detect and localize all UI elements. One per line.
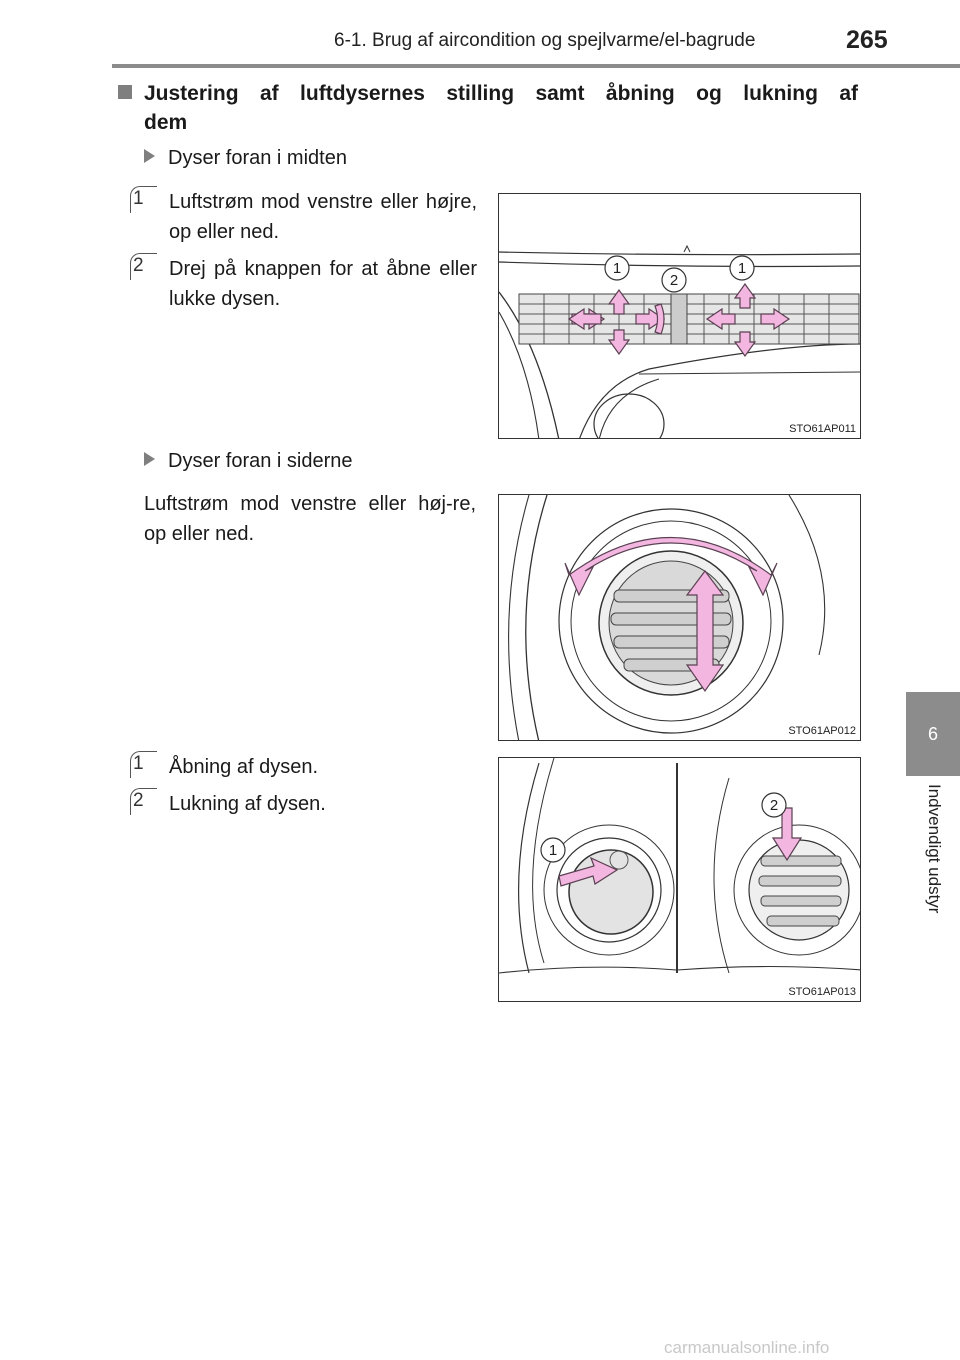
header-rule: [112, 64, 960, 68]
figure-code: STO61AP013: [788, 986, 856, 998]
page-number: 265: [846, 26, 888, 54]
square-bullet-icon: [118, 85, 132, 99]
center-vents-illustration: 1 2 1: [499, 244, 860, 438]
side-vents-text: Luftstrøm mod venstre eller høj-re, op e…: [144, 493, 476, 545]
figure-open-close: 1 2 STO61AP013: [498, 757, 861, 1002]
callout-2: 2: [770, 797, 778, 814]
close-vent-text: Lukning af dysen.: [169, 793, 326, 815]
step-number-badge: 1: [130, 751, 157, 778]
bullet-center-vents-label: Dyser foran i midten: [168, 147, 347, 169]
bullet-side-vents-label: Dyser foran i siderne: [168, 450, 353, 472]
callout-1: 1: [549, 842, 557, 859]
center-vent-step-1-text: Luftstrøm mod venstre eller højre, op el…: [169, 191, 477, 243]
watermark: carmanualsonline.info: [664, 1338, 830, 1357]
running-header-title: 6-1. Brug af aircondition og spejlvarme/…: [334, 30, 756, 51]
chapter-label: Indvendigt udstyr: [925, 784, 944, 914]
section-heading-line1: Justering af luftdysernes stilling samt …: [144, 82, 858, 105]
callout-1: 1: [738, 260, 746, 277]
chapter-tab: 6: [906, 692, 960, 776]
section-heading: Justering af luftdysernes stilling samt …: [118, 79, 858, 137]
figure-code: STO61AP011: [789, 423, 856, 435]
chapter-number: 6: [927, 723, 938, 744]
figure-code: STO61AP012: [788, 725, 856, 737]
bullet-side-vents: Dyser foran i siderne: [144, 450, 353, 473]
bullet-center-vents: Dyser foran i midten: [144, 147, 347, 170]
triangle-bullet-icon: [144, 149, 155, 163]
open-close-illustration: 1 2: [499, 758, 860, 974]
step-number-badge: 2: [130, 253, 157, 280]
figure-center-vents: 1 2 1 STO61AP011: [498, 193, 861, 439]
section-heading-line2: dem: [144, 111, 188, 134]
step-number-badge: 1: [130, 186, 157, 213]
triangle-bullet-icon: [144, 452, 155, 466]
side-vent-illustration: [508, 495, 826, 740]
center-vent-step-2-text: Drej på knappen for at åbne eller lukke …: [169, 258, 477, 310]
step-number-badge: 2: [130, 788, 157, 815]
callout-2: 2: [670, 272, 678, 289]
figure-side-vents: STO61AP012: [498, 494, 861, 741]
callout-1: 1: [613, 260, 621, 277]
open-vent-text: Åbning af dysen.: [169, 756, 318, 778]
